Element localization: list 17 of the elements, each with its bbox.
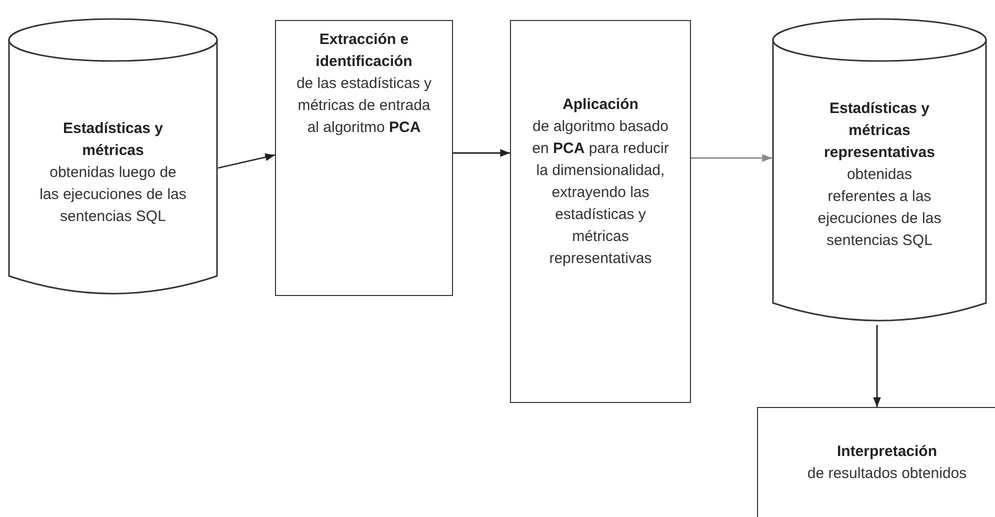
- process-box: [757, 407, 995, 517]
- arrow: [873, 325, 881, 407]
- node-description: obtenidas referentes a las ejecuciones de las sentencias SQL: [816, 165, 942, 251]
- arrow: [453, 149, 510, 157]
- node-description: de algoritmo basado en PCA para reducir la dimensionalidad, extrayendo las estadísticas y métricas representativas: [531, 117, 670, 269]
- process-box: [275, 20, 453, 296]
- node-heading: Extracción e identificación: [314, 30, 414, 72]
- process-box: [510, 20, 691, 403]
- node-description: obtenidas luego de las ejecuciones de las sentencias SQL: [38, 163, 188, 227]
- node-heading: Estadísticas y métricas representativas: [823, 99, 936, 163]
- node-description: de las estadísticas y métricas de entrada al algoritmo PCA: [295, 74, 433, 138]
- node-heading: Aplicación: [562, 95, 640, 115]
- node-heading: Estadísticas y métricas: [62, 119, 164, 161]
- node-heading: Interpretación: [836, 442, 938, 462]
- arrow: [218, 153, 276, 169]
- node-description: de resultados obtenidos: [806, 464, 968, 484]
- arrow: [691, 154, 772, 162]
